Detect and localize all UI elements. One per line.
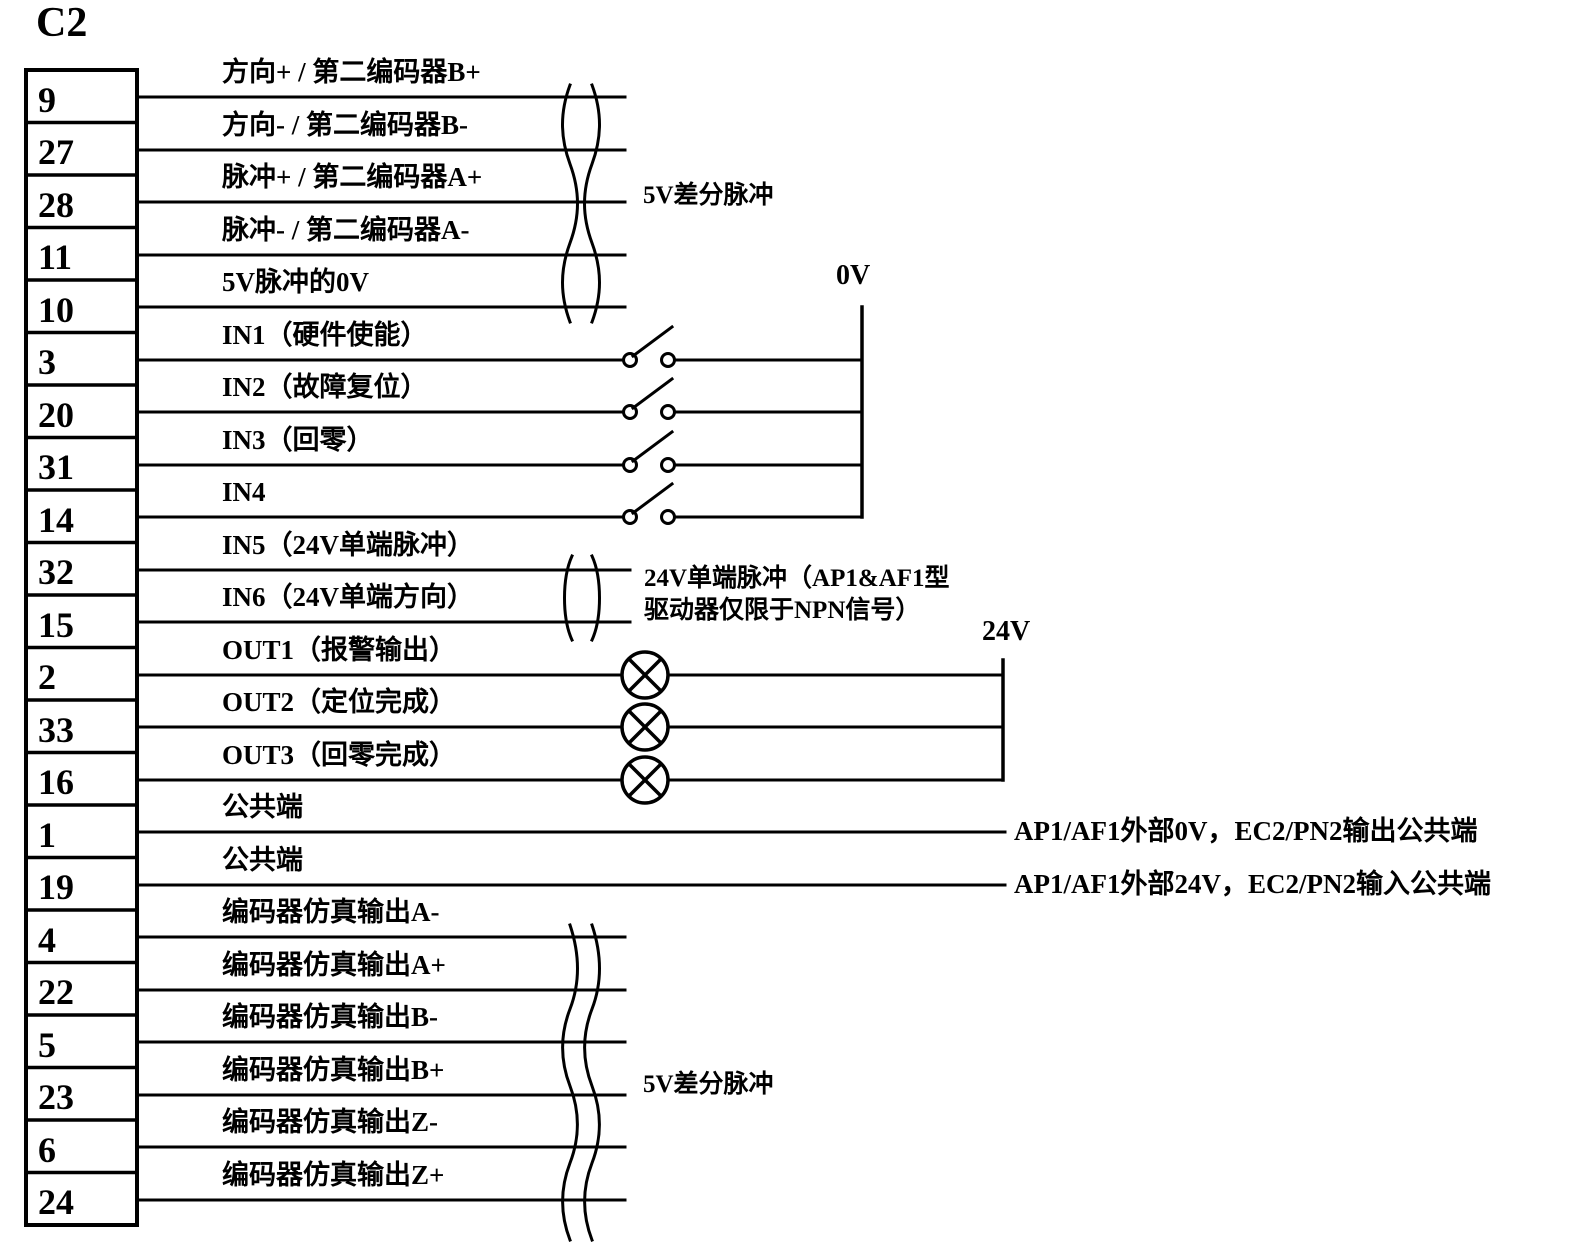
pin-number: 9 [38, 80, 56, 120]
signal-label: IN2（故障复位） [222, 372, 428, 402]
pin-number: 28 [38, 185, 74, 225]
pin-number: 15 [38, 605, 74, 645]
signal-label: IN4 [222, 477, 266, 507]
signal-label: IN6（24V单端方向） [222, 582, 475, 612]
annotation-5v-differential-top: 5V差分脉冲 [643, 182, 774, 209]
pin-number: 22 [38, 972, 74, 1012]
lamp-out2 [620, 702, 670, 752]
signal-label: 方向+ / 第二编码器B+ [222, 57, 481, 87]
signal-label: IN3（回零） [222, 425, 374, 455]
pin-number: 33 [38, 710, 74, 750]
signal-label: 编码器仿真输出B- [222, 1002, 438, 1032]
pin-number: 20 [38, 395, 74, 435]
pin-number: 14 [38, 500, 74, 540]
wire-group-24v-single-ended [135, 568, 632, 624]
signal-label: 编码器仿真输出B+ [222, 1055, 445, 1085]
pin-number: 3 [38, 342, 56, 382]
pin-number: 1 [38, 815, 56, 855]
pin-number: 32 [38, 552, 74, 592]
signal-label: 编码器仿真输出A+ [222, 950, 446, 980]
pin-number: 16 [38, 762, 74, 802]
pin-number: 27 [38, 132, 74, 172]
signal-label: OUT2（定位完成） [222, 687, 457, 717]
pin-number: 5 [38, 1025, 56, 1065]
shield-symbol-top-differential [561, 83, 601, 324]
switch-in4 [622, 481, 676, 525]
pin-number: 19 [38, 867, 74, 907]
shield-symbol-24v-pulse [563, 554, 601, 642]
pin-number: 6 [38, 1130, 56, 1170]
signal-label: IN1（硬件使能） [222, 320, 428, 350]
switch-in1 [622, 324, 676, 368]
lamp-out3 [620, 755, 670, 805]
pin-number: 24 [38, 1182, 74, 1222]
annotation-24v-line2: 驱动器仅限于NPN信号） [644, 596, 921, 624]
signal-label: 公共端 [222, 792, 303, 822]
switch-in3 [622, 429, 676, 473]
signal-label: IN5（24V单端脉冲） [222, 530, 475, 560]
pin-number: 2 [38, 657, 56, 697]
pin-number: 23 [38, 1077, 74, 1117]
annotation-common-input: AP1/AF1外部24V，EC2/PN2输入公共端 [1014, 869, 1491, 899]
signal-label: 公共端 [222, 845, 303, 875]
signal-label: 编码器仿真输出Z- [222, 1107, 438, 1137]
wire-group-digital-inputs [135, 358, 864, 519]
shield-symbol-bottom-differential [561, 923, 601, 1242]
annotation-24v-line1: 24V单端脉冲（AP1&AF1型 [644, 565, 950, 592]
signal-label: OUT1（报警输出） [222, 635, 457, 665]
pin-number: 10 [38, 290, 74, 330]
signal-label: 脉冲+ / 第二编码器A+ [222, 162, 483, 192]
signal-label: OUT3（回零完成） [222, 740, 457, 770]
terminal-block-outline [24, 68, 139, 1227]
annotation-rail-0v: 0V [836, 260, 871, 291]
signal-label: 5V脉冲的0V [222, 267, 369, 297]
signal-label: 编码器仿真输出A- [222, 897, 440, 927]
annotation-5v-differential-bottom: 5V差分脉冲 [643, 1071, 774, 1098]
annotation-24v-single-ended: 24V单端脉冲（AP1&AF1型 驱动器仅限于NPN信号） [644, 563, 950, 626]
pin-number: 11 [38, 237, 73, 277]
pin-number: 31 [38, 447, 74, 487]
wire-group-common [135, 830, 1007, 887]
signal-label: 编码器仿真输出Z+ [222, 1160, 445, 1190]
signal-label: 脉冲- / 第二编码器A- [222, 215, 470, 245]
lamp-out1 [620, 650, 670, 700]
signal-label: 方向- / 第二编码器B- [222, 110, 468, 140]
wire-group-differential-input [135, 95, 627, 309]
pin-number: 4 [38, 920, 56, 960]
annotation-common-output: AP1/AF1外部0V，EC2/PN2输出公共端 [1014, 816, 1478, 846]
wire-group-encoder-sim-output [135, 935, 627, 1202]
page-title: C2 [36, 0, 88, 46]
wire-group-outputs [135, 673, 1005, 782]
switch-in2 [622, 376, 676, 420]
annotation-rail-24v: 24V [982, 616, 1031, 647]
